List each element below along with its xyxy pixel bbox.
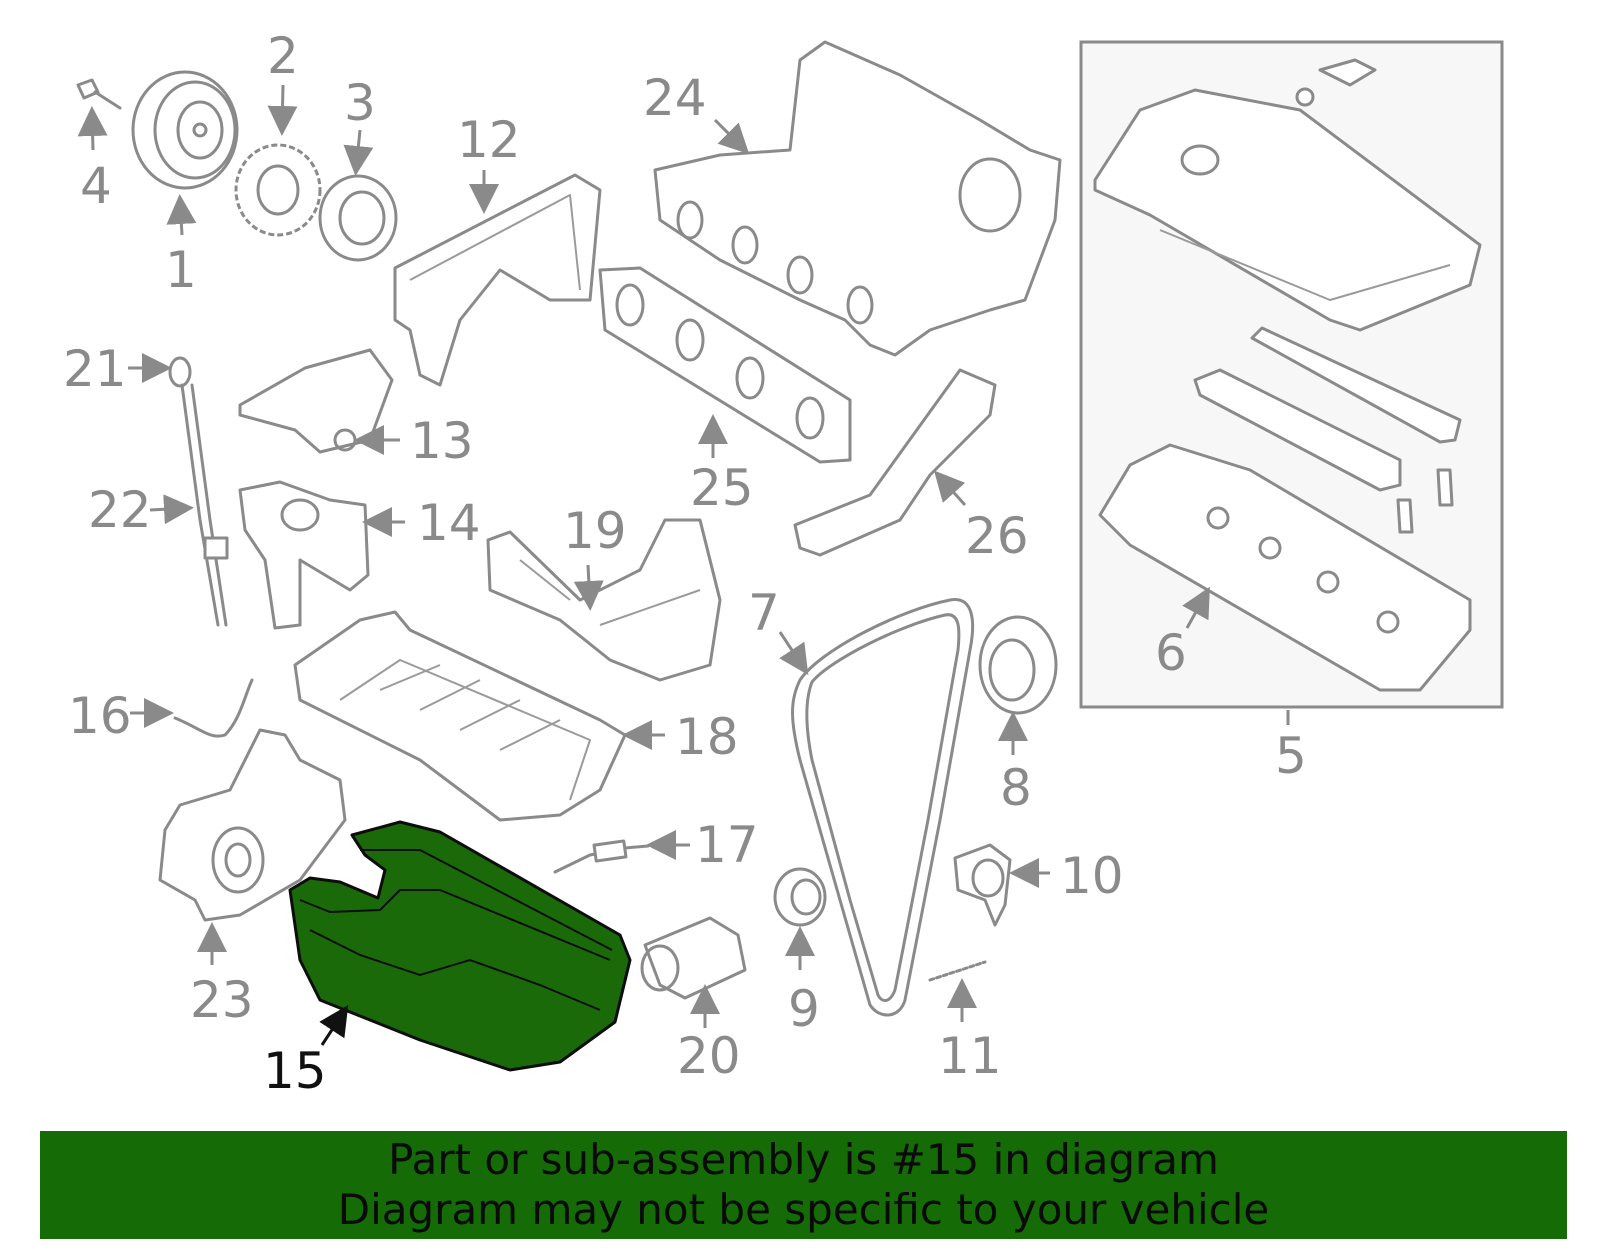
callout-13: 13	[410, 412, 474, 470]
callout-17: 17	[695, 816, 759, 874]
callout-4: 4	[80, 157, 112, 215]
part-5-valve-cover-box[interactable]	[1079, 40, 1504, 709]
callout-22: 22	[88, 481, 152, 539]
part-18-oil-pan-upper[interactable]	[293, 610, 627, 822]
callout-15: 15	[263, 1042, 327, 1100]
part-21-dipstick[interactable]	[168, 356, 192, 388]
highlight-banner: Part or sub-assembly is #15 in diagram D…	[40, 1131, 1567, 1239]
part-10-tensioner[interactable]	[953, 843, 1012, 927]
part-7-timing-belt[interactable]	[791, 598, 975, 1017]
callout-5: 5	[1275, 727, 1307, 785]
part-16-bracket[interactable]	[173, 678, 254, 738]
callout-3: 3	[344, 74, 376, 132]
callout-9: 9	[788, 980, 820, 1038]
part-9-idler[interactable]	[773, 867, 827, 927]
part-20-oil-filter[interactable]	[640, 916, 747, 1000]
part-1-crank-pulley[interactable]	[131, 70, 239, 190]
callout-7: 7	[748, 584, 780, 642]
part-26-bracket[interactable]	[793, 368, 997, 557]
part-14-timing-cover-lower[interactable]	[238, 480, 370, 630]
part-25-intake-gasket[interactable]	[598, 266, 852, 464]
callout-8: 8	[1000, 759, 1032, 817]
part-15-oil-pan-highlighted[interactable]	[288, 820, 632, 1072]
part-2-sprocket[interactable]	[234, 143, 322, 237]
part-3-plate[interactable]	[318, 174, 398, 262]
callout-26: 26	[965, 507, 1029, 565]
callout-6: 6	[1155, 624, 1187, 682]
callout-19: 19	[563, 502, 627, 560]
callout-14: 14	[417, 494, 481, 552]
part-11-spring[interactable]	[928, 960, 987, 982]
callout-25: 25	[690, 459, 754, 517]
banner-line-2: Diagram may not be specific to your vehi…	[337, 1185, 1270, 1234]
callout-11: 11	[938, 1027, 1002, 1085]
part-12-timing-cover[interactable]	[393, 173, 602, 387]
callout-24: 24	[643, 69, 707, 127]
part-17-sensor[interactable]	[553, 839, 650, 874]
callout-10: 10	[1060, 847, 1124, 905]
part-23-oil-pump[interactable]	[158, 728, 347, 922]
part-8-pulley[interactable]	[978, 615, 1058, 715]
callout-21: 21	[63, 340, 127, 398]
banner-line-1: Part or sub-assembly is #15 in diagram	[388, 1135, 1219, 1184]
callout-23: 23	[190, 971, 254, 1029]
callout-arrows	[77, 84, 1290, 1046]
callout-numbers: 1 2 3 4 5 6 7 8 9 10 11 12 13 14 15 16 1…	[63, 27, 1307, 1100]
callout-20: 20	[677, 1027, 741, 1085]
part-24-intake-manifold[interactable]	[653, 40, 1062, 357]
parts-diagram: 1 2 3 4 5 6 7 8 9 10 11 12 13 14 15 16 1…	[63, 27, 1504, 1100]
part-4-bolt[interactable]	[76, 78, 122, 110]
part-22-dipstick-tube[interactable]	[180, 383, 229, 627]
callout-12: 12	[457, 111, 521, 169]
part-13-cover-piece[interactable]	[238, 348, 394, 454]
callout-1: 1	[165, 241, 197, 299]
engine-parts-diagram-svg: 1 2 3 4 5 6 7 8 9 10 11 12 13 14 15 16 1…	[63, 27, 1504, 1100]
callout-2: 2	[267, 27, 299, 85]
callout-16: 16	[68, 687, 132, 745]
callout-18: 18	[675, 708, 739, 766]
